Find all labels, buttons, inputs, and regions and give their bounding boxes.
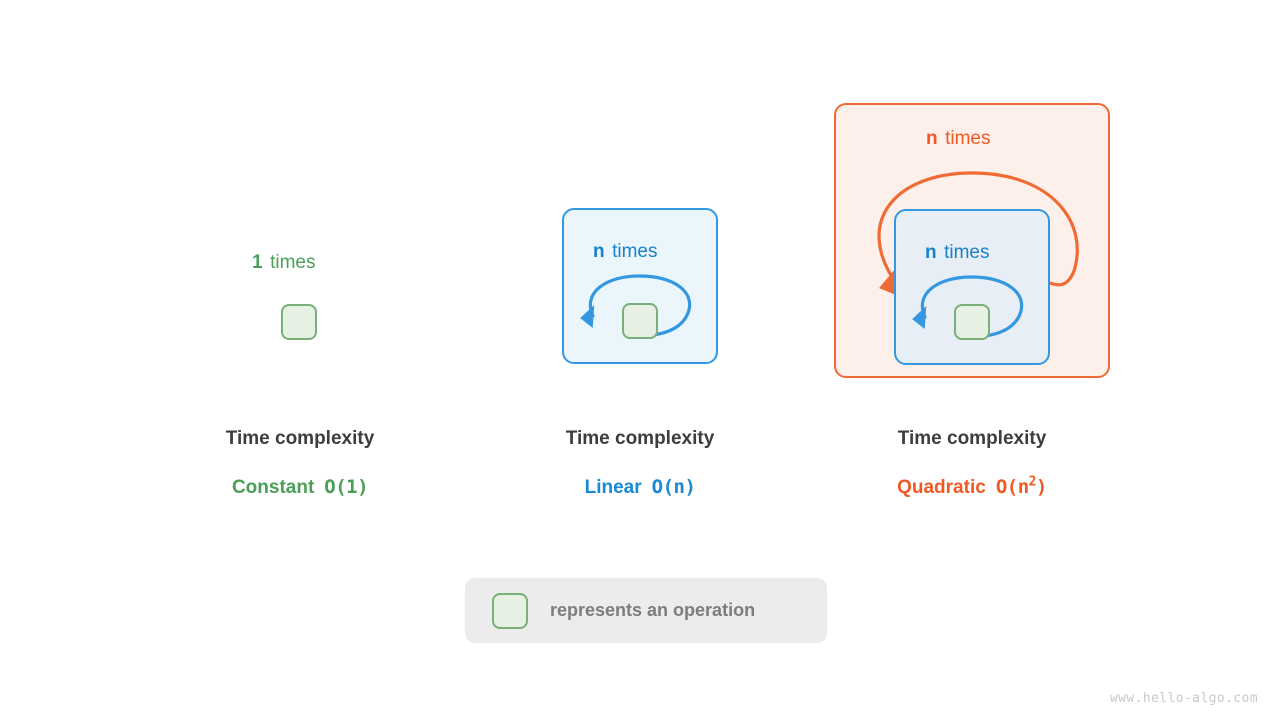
- complexity-bigo-exponent: 2: [1028, 474, 1037, 490]
- watermark: www.hello-algo.com: [1109, 691, 1258, 706]
- caption-word: times: [944, 242, 990, 263]
- caption-count: n: [593, 241, 606, 262]
- legend: represents an operation: [465, 578, 827, 643]
- caption-count: n: [925, 242, 938, 263]
- legend-label: represents an operation: [550, 600, 756, 620]
- label-group-constant: Time complexity Constant O(1): [150, 428, 450, 499]
- loop-box-quadratic-inner: [894, 209, 1050, 365]
- complexity-bigo-base: O(n: [995, 476, 1029, 498]
- caption-count: 1: [252, 252, 264, 273]
- complexity-name: Quadratic: [897, 477, 986, 498]
- operation-box-quadratic: [954, 304, 990, 340]
- label-complexity-constant: Constant O(1): [150, 476, 450, 499]
- label-group-linear: Time complexity Linear O(n): [490, 428, 790, 499]
- complexity-name: Linear: [584, 477, 642, 498]
- complexity-name: Constant: [231, 477, 315, 498]
- complexity-bigo: O(n): [651, 476, 696, 498]
- label-complexity-linear: Linear O(n): [490, 476, 790, 499]
- legend-operation-box-icon: [492, 592, 528, 629]
- label-title-linear: Time complexity: [565, 428, 715, 449]
- caption-count: n: [926, 128, 939, 149]
- loop-box-linear-outer: [562, 208, 718, 364]
- complexity-bigo: O(1): [324, 476, 369, 498]
- label-title-constant: Time complexity: [225, 428, 375, 449]
- caption-word: times: [270, 252, 316, 273]
- label-group-quadratic: Time complexity Quadratic O(n2): [822, 428, 1122, 499]
- complexity-bigo: O(n2): [995, 474, 1048, 498]
- caption-constant-times: 1 times: [252, 253, 315, 272]
- complexity-bigo-close: ): [1035, 476, 1047, 498]
- column-constant: 1 times: [200, 245, 400, 375]
- caption-word: times: [612, 241, 658, 262]
- label-title-quadratic: Time complexity: [897, 428, 1047, 449]
- caption-word: times: [945, 128, 991, 149]
- label-complexity-quadratic: Quadratic O(n2): [822, 476, 1122, 499]
- operation-box-linear: [622, 303, 658, 339]
- operation-box-constant: [281, 304, 317, 340]
